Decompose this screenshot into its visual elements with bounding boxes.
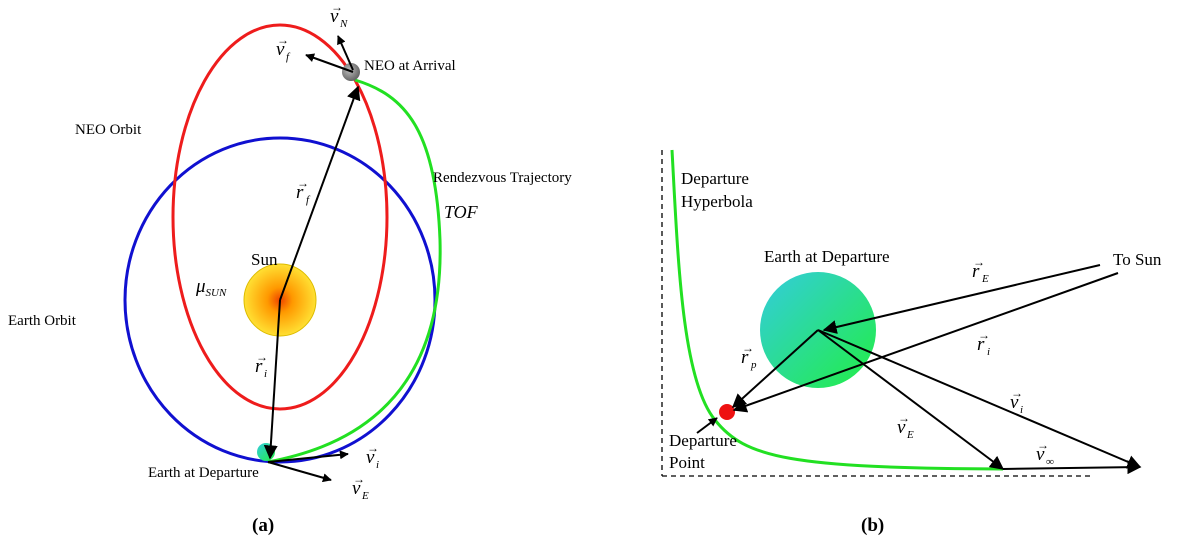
vec-v-e-label: v E → xyxy=(352,472,369,502)
svg-text:i: i xyxy=(987,346,990,358)
svg-text:i: i xyxy=(264,368,267,380)
svg-text:v: v xyxy=(1010,392,1019,413)
departure-point-label-1: Departure xyxy=(669,431,737,450)
hyperbola-label-2: Hyperbola xyxy=(681,192,753,211)
vec-v-n-label: v N → xyxy=(330,0,348,30)
mu-sun-label: μSUN xyxy=(195,276,227,299)
svg-text:r: r xyxy=(977,334,985,355)
svg-text:N: N xyxy=(339,18,348,30)
earth-departure-label-b: Earth at Departure xyxy=(764,247,890,266)
v-n-arrow xyxy=(337,35,354,71)
v-e-arrow xyxy=(267,461,332,483)
svg-text:r: r xyxy=(741,347,749,368)
panel-b: Departure Hyperbola Earth at Departure T… xyxy=(661,149,1162,536)
r-e-arrow xyxy=(822,264,1101,334)
neo-orbit xyxy=(171,23,389,411)
svg-text:v: v xyxy=(1036,444,1045,465)
departure-point-marker xyxy=(719,404,735,420)
vec-v-i-label: v i → xyxy=(366,441,379,471)
v-f-arrow xyxy=(305,53,354,73)
svg-text:→: → xyxy=(353,472,365,486)
r-i-b-arrow xyxy=(732,272,1119,413)
vec-v-f-label: v f → xyxy=(276,33,291,63)
tof-label: TOF xyxy=(444,202,479,222)
svg-text:E: E xyxy=(906,429,914,441)
vec-v-e-b-label: v E → xyxy=(897,411,914,441)
vec-r-f-label: r f → xyxy=(296,176,311,206)
neo-arrival-label: NEO at Arrival xyxy=(364,58,456,74)
earth-orbit-label: Earth Orbit xyxy=(8,313,77,329)
v-i-arrow xyxy=(267,450,349,463)
vec-r-i-b-label: r i → xyxy=(977,328,990,358)
rendezvous-trajectory-label: Rendezvous Trajectory xyxy=(433,170,572,186)
svg-text:r: r xyxy=(255,356,263,377)
svg-text:→: → xyxy=(978,328,990,342)
svg-text:→: → xyxy=(742,341,754,355)
svg-text:v: v xyxy=(330,6,339,27)
svg-text:→: → xyxy=(1037,438,1049,452)
svg-text:→: → xyxy=(1011,386,1023,400)
svg-text:v: v xyxy=(897,417,906,438)
svg-text:∞: ∞ xyxy=(1046,456,1054,468)
vec-v-i-b-label: v i → xyxy=(1010,386,1023,416)
svg-text:→: → xyxy=(256,350,268,364)
v-e-b-arrow xyxy=(817,329,1005,470)
caption-a: (a) xyxy=(252,515,274,536)
v-i-b-arrow xyxy=(817,329,1142,469)
v-inf-arrow xyxy=(1002,460,1142,475)
svg-text:i: i xyxy=(1020,404,1023,416)
svg-text:i: i xyxy=(376,459,379,471)
vec-r-e-label: r E → xyxy=(972,255,989,285)
to-sun-label: To Sun xyxy=(1113,250,1162,269)
vec-v-inf-label: v ∞ → xyxy=(1036,438,1054,468)
svg-text:→: → xyxy=(277,33,289,47)
r-i-arrow xyxy=(263,299,281,460)
svg-text:→: → xyxy=(367,441,379,455)
svg-text:→: → xyxy=(331,0,343,14)
svg-text:v: v xyxy=(352,478,361,499)
svg-text:r: r xyxy=(972,261,980,282)
earth-at-departure-marker xyxy=(257,443,275,461)
caption-b: (b) xyxy=(861,515,884,536)
svg-text:p: p xyxy=(750,359,757,371)
vec-r-p-label: r p → xyxy=(741,341,757,371)
svg-text:v: v xyxy=(366,447,375,468)
rendezvous-trajectory xyxy=(267,78,442,464)
svg-text:→: → xyxy=(898,411,910,425)
svg-text:→: → xyxy=(973,255,985,269)
neo-orbit-label: NEO Orbit xyxy=(75,122,142,138)
sun-label: Sun xyxy=(251,250,278,269)
panel-a: NEO Orbit Earth Orbit Rendezvous Traject… xyxy=(8,0,572,536)
svg-text:E: E xyxy=(361,490,369,502)
hyperbola-label-1: Departure xyxy=(681,169,749,188)
svg-text:E: E xyxy=(981,273,989,285)
svg-text:v: v xyxy=(276,39,285,60)
svg-text:f: f xyxy=(286,51,291,63)
svg-text:f: f xyxy=(306,194,311,206)
departure-point-label-2: Point xyxy=(669,453,705,472)
svg-text:r: r xyxy=(296,182,304,203)
r-f-arrow xyxy=(279,85,361,301)
r-p-arrow xyxy=(731,329,819,408)
departure-point-pointer xyxy=(696,417,718,434)
vec-r-i-label: r i → xyxy=(255,350,268,380)
svg-text:→: → xyxy=(297,176,309,190)
earth-departure-label: Earth at Departure xyxy=(148,465,259,481)
